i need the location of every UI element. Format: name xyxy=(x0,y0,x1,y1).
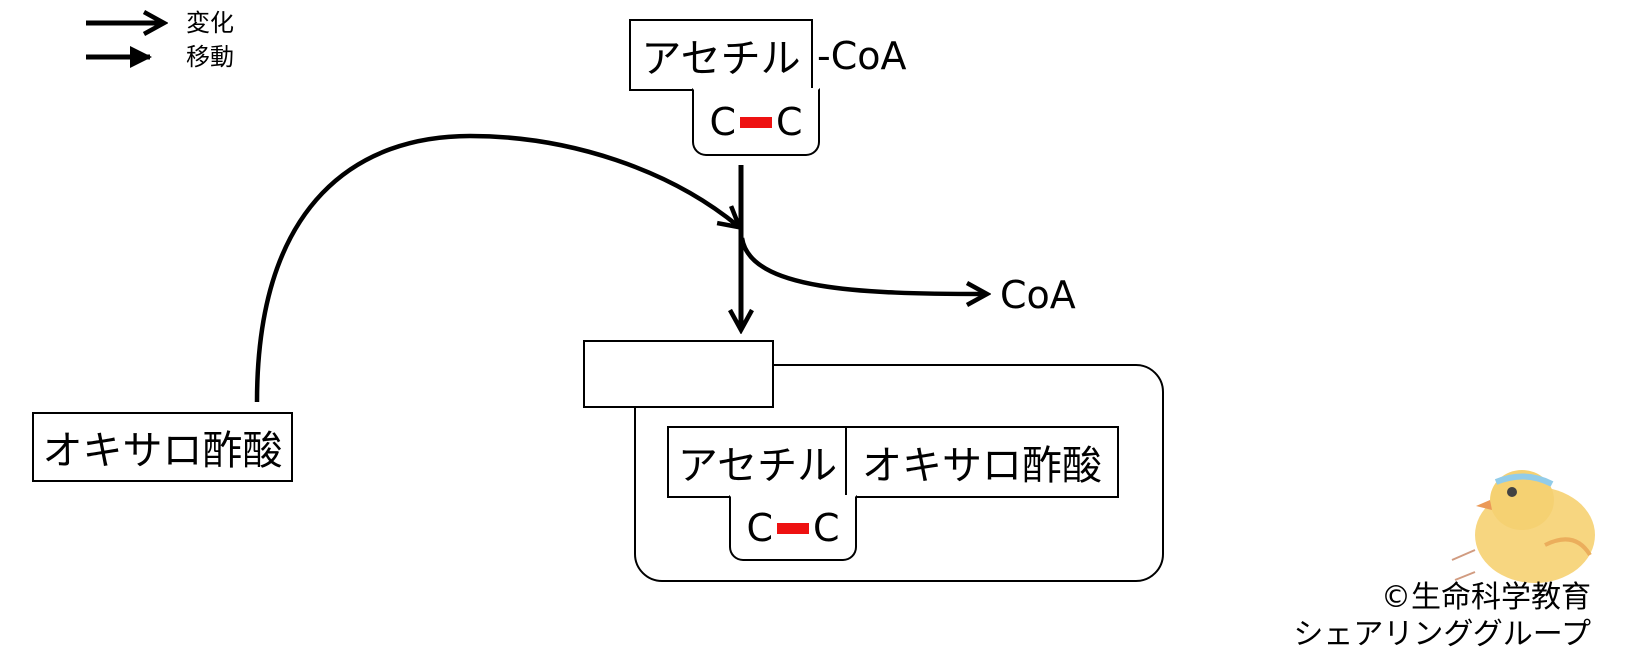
legend-move-label: 移動 xyxy=(186,43,234,71)
oxaloacetate-box: オキサロ酢酸 xyxy=(32,412,293,482)
product-oxaloacetate-box: オキサロ酢酸 xyxy=(845,426,1119,498)
carbon-atom: C xyxy=(776,100,803,144)
legend-change-label: 変化 xyxy=(186,9,234,37)
coa-release-arrow xyxy=(739,237,985,294)
acetyl-box: アセチル xyxy=(629,19,813,91)
carbon-atom: C xyxy=(746,506,773,550)
acetyl-carbon-chain: C C xyxy=(692,88,820,156)
coa-suffix-label: -CoA xyxy=(817,34,907,78)
product-name-blank-box xyxy=(583,340,774,408)
product-carbon-chain: C C xyxy=(729,495,857,561)
carbon-atom: C xyxy=(709,100,736,144)
carbon-bond xyxy=(777,522,809,534)
product-acetyl-box: アセチル xyxy=(667,426,848,498)
carbon-bond xyxy=(740,116,772,128)
carbon-atom: C xyxy=(813,506,840,550)
oxaloacetate-curve-arrow xyxy=(254,133,738,403)
released-coa-label: CoA xyxy=(1000,273,1076,317)
credit-line-2: シェアリンググループ xyxy=(1293,617,1591,652)
credit-line-1: ©生命科学教育 xyxy=(1381,580,1591,615)
